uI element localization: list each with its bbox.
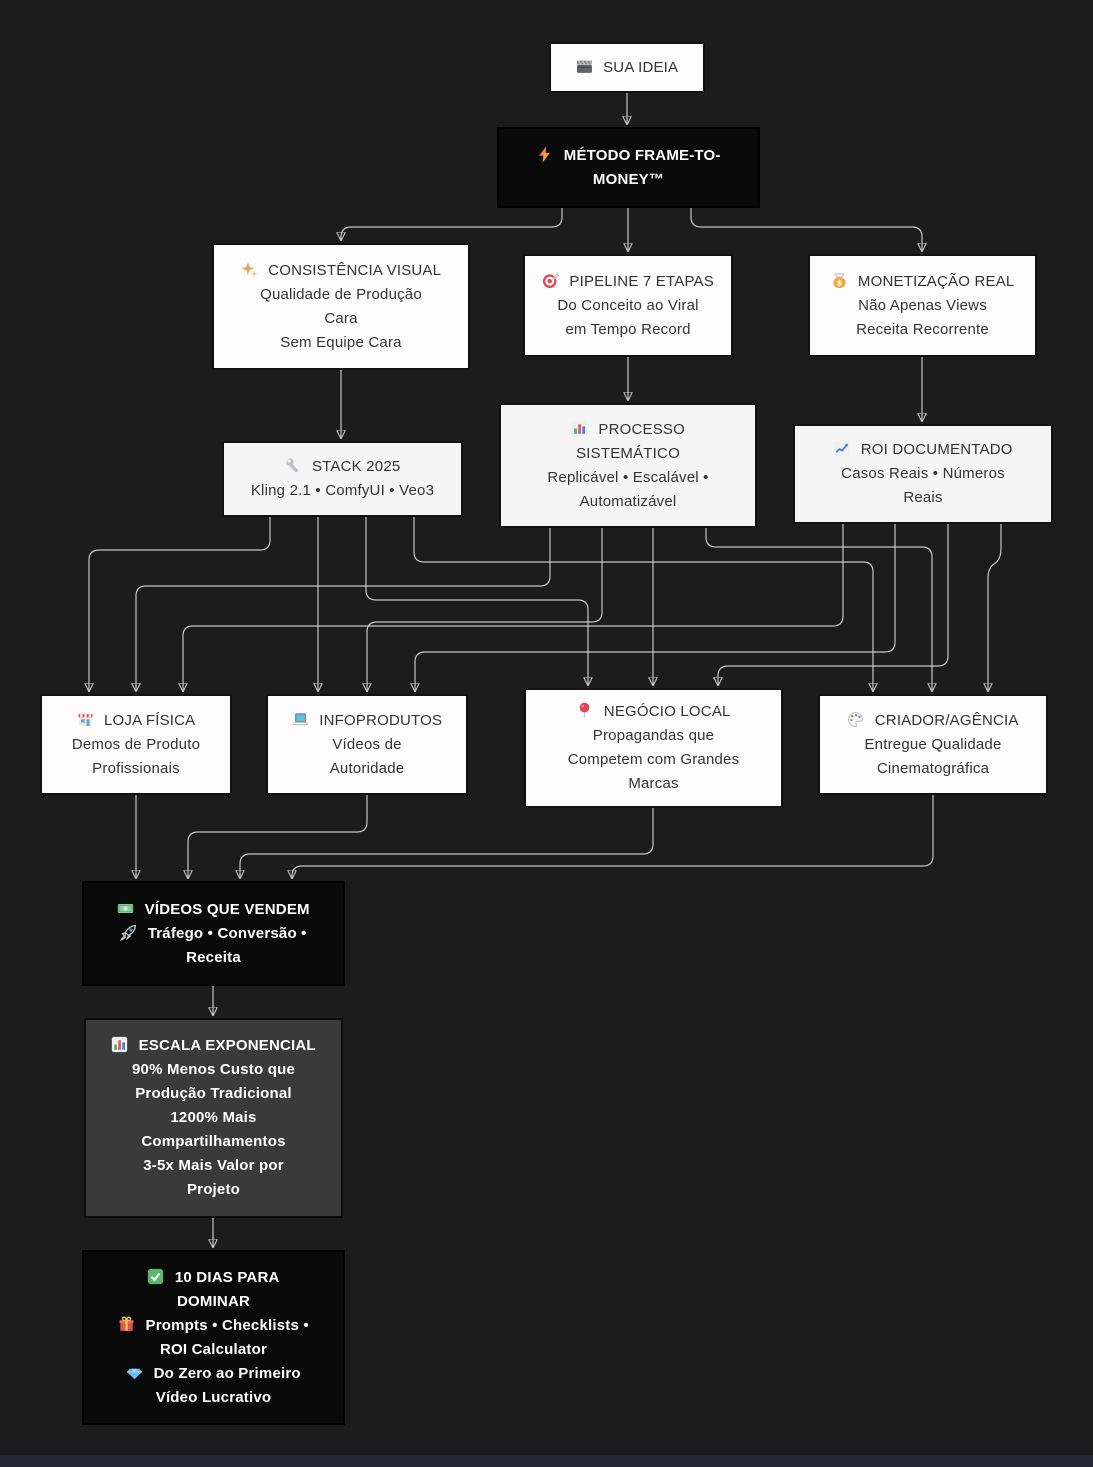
node-title-line: DOMINAR bbox=[176, 1292, 251, 1310]
node-line: 1200% Mais bbox=[170, 1109, 257, 1126]
gem-icon bbox=[126, 1364, 143, 1381]
node-line: Autoridade bbox=[329, 759, 405, 777]
node-stack-2025: STACK 2025 Kling 2.1 • ComfyUI • Veo3 bbox=[222, 441, 463, 517]
node-negocio-local: NEGÓCIO LOCAL Propagandas que Competem c… bbox=[524, 688, 783, 808]
node-pipeline-7-etapas: PIPELINE 7 ETAPAS Do Conceito ao Viral e… bbox=[523, 254, 733, 357]
node-line: Casos Reais • Números bbox=[841, 465, 1005, 482]
node-line: Sem Equipe Cara bbox=[280, 333, 402, 351]
node-title: NEGÓCIO LOCAL bbox=[576, 700, 730, 724]
node-line: Cinematográfica bbox=[876, 759, 990, 777]
node-line: Não Apenas Views bbox=[858, 296, 987, 314]
dollar-banknote-icon bbox=[117, 900, 134, 917]
palette-icon bbox=[847, 711, 864, 728]
bar-chart-icon bbox=[111, 1036, 128, 1053]
gift-icon bbox=[118, 1316, 135, 1333]
node-line: Tráfego • Conversão • bbox=[120, 922, 306, 946]
node-title: SUA IDEIA bbox=[576, 56, 679, 80]
node-processo-sistematico: PROCESSO SISTEMÁTICO Replicável • Escalá… bbox=[499, 403, 757, 528]
rocket-icon bbox=[120, 924, 137, 941]
node-line: Replicável • Escalável • bbox=[547, 468, 709, 486]
node-title: MÉTODO FRAME-TO- bbox=[536, 144, 720, 168]
node-title: LOJA FÍSICA bbox=[77, 709, 196, 733]
node-line: Profissionais bbox=[92, 759, 180, 777]
check-mark-icon bbox=[147, 1268, 164, 1285]
node-title: ESCALA EXPONENCIAL bbox=[111, 1034, 316, 1058]
node-line: Kling 2.1 • ComfyUI • Veo3 bbox=[250, 482, 435, 499]
round-pushpin-icon bbox=[576, 702, 593, 719]
node-line: Prompts • Checklists • bbox=[118, 1314, 309, 1338]
node-roi-documentado: ROI DOCUMENTADO Casos Reais • Números Re… bbox=[793, 424, 1053, 524]
node-line: Receita bbox=[186, 948, 241, 966]
node-consistencia-visual: CONSISTÊNCIA VISUAL Qualidade de Produçã… bbox=[212, 243, 470, 370]
node-criador-agencia: CRIADOR/AGÊNCIA Entregue Qualidade Cinem… bbox=[818, 694, 1048, 795]
node-title: CONSISTÊNCIA VISUAL bbox=[241, 259, 441, 283]
node-line: Vídeo Lucrativo bbox=[155, 1388, 272, 1406]
node-line: Projeto bbox=[186, 1181, 241, 1198]
node-line: Competem com Grandes bbox=[567, 751, 740, 768]
node-title: ROI DOCUMENTADO bbox=[833, 438, 1012, 462]
node-sua-ideia: SUA IDEIA bbox=[549, 42, 705, 93]
node-line: Vídeos de bbox=[332, 735, 402, 753]
node-line: Produção Tradicional bbox=[135, 1085, 292, 1102]
store-icon bbox=[77, 711, 94, 728]
node-line: Do Conceito ao Viral bbox=[557, 296, 699, 314]
node-title: MONETIZAÇÃO REAL bbox=[831, 270, 1015, 294]
bar-chart-icon bbox=[571, 420, 588, 437]
node-line: 90% Menos Custo que bbox=[132, 1061, 295, 1078]
chart-increasing-icon bbox=[833, 440, 850, 457]
node-videos-que-vendem: VÍDEOS QUE VENDEM Tráfego • Conversão • … bbox=[82, 881, 345, 986]
node-line: Entregue Qualidade bbox=[864, 735, 1002, 753]
node-title: 10 DIAS PARA bbox=[147, 1266, 279, 1290]
node-line: Automatizável bbox=[579, 492, 677, 510]
node-infoprodutos: INFOPRODUTOS Vídeos de Autoridade bbox=[266, 694, 468, 795]
node-title: PIPELINE 7 ETAPAS bbox=[542, 270, 714, 294]
wrench-icon bbox=[285, 457, 302, 474]
node-line: Receita Recorrente bbox=[856, 320, 989, 338]
node-title-line: SISTEMÁTICO bbox=[576, 444, 680, 462]
bottom-bar bbox=[0, 1455, 1093, 1467]
target-icon bbox=[542, 272, 559, 289]
sparkles-icon bbox=[241, 261, 258, 278]
node-title: VÍDEOS QUE VENDEM bbox=[117, 898, 310, 922]
node-line: em Tempo Record bbox=[565, 320, 691, 338]
node-title: CRIADOR/AGÊNCIA bbox=[847, 709, 1018, 733]
node-line: ROI Calculator bbox=[160, 1340, 267, 1358]
laptop-icon bbox=[292, 711, 309, 728]
node-metodo-frame-to-money: MÉTODO FRAME-TO- MONEY™ bbox=[497, 127, 760, 208]
node-line: Reais bbox=[903, 489, 943, 506]
node-10-dias-para-dominar: 10 DIAS PARA DOMINAR Prompts • Checklist… bbox=[82, 1250, 345, 1425]
node-line: Do Zero ao Primeiro bbox=[126, 1362, 301, 1386]
node-monetizacao-real: MONETIZAÇÃO REAL Não Apenas Views Receit… bbox=[808, 254, 1037, 357]
node-line: Cara bbox=[324, 309, 358, 327]
clapper-board-icon bbox=[576, 58, 593, 75]
node-line: Demos de Produto bbox=[71, 735, 201, 753]
node-title: STACK 2025 bbox=[285, 455, 401, 479]
node-escala-exponencial: ESCALA EXPONENCIAL 90% Menos Custo que P… bbox=[84, 1018, 343, 1218]
node-line: Marcas bbox=[628, 775, 679, 792]
node-line: Qualidade de Produção bbox=[260, 285, 422, 303]
node-line: Propagandas que bbox=[592, 727, 715, 744]
node-line: 3-5x Mais Valor por bbox=[143, 1157, 284, 1174]
lightning-bolt-icon bbox=[536, 146, 553, 163]
node-line: Compartilhamentos bbox=[141, 1133, 286, 1150]
node-title: PROCESSO bbox=[571, 418, 685, 442]
money-bag-icon bbox=[831, 272, 848, 289]
node-loja-fisica: LOJA FÍSICA Demos de Produto Profissiona… bbox=[40, 694, 232, 795]
node-title-line: MONEY™ bbox=[592, 170, 665, 188]
node-title: INFOPRODUTOS bbox=[292, 709, 442, 733]
